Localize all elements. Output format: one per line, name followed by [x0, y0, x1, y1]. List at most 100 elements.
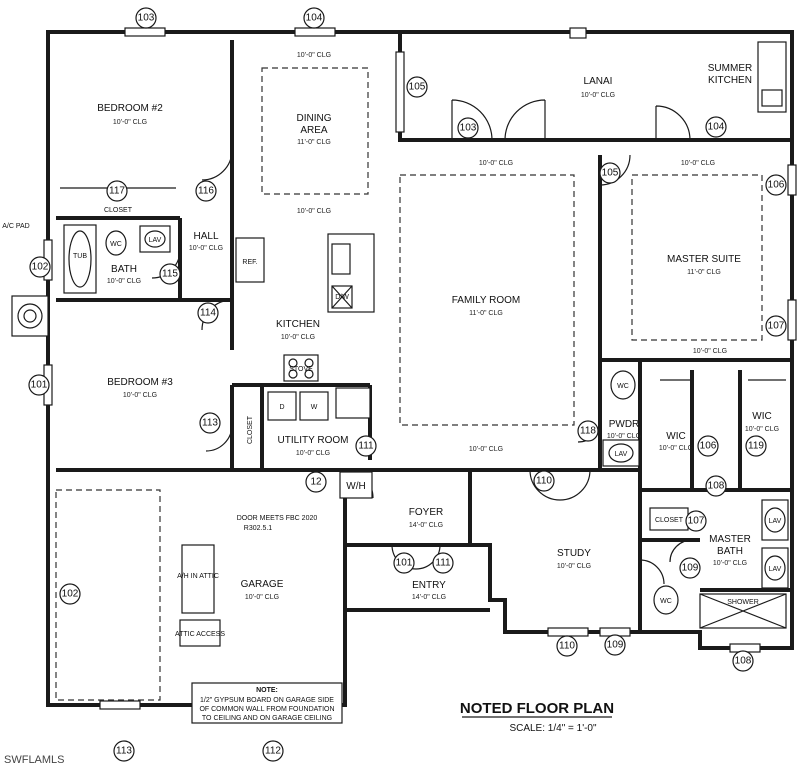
clg-note-5: 10'-0" CLG	[693, 348, 727, 355]
ceiling-outlines	[55, 67, 763, 701]
room-bath-clg: 10'-0" CLG	[107, 278, 141, 285]
tag: 104	[306, 13, 323, 24]
dryer	[267, 391, 297, 421]
tag: 102	[62, 589, 79, 600]
room-bedroom2-clg: 10'-0" CLG	[113, 119, 147, 126]
room-dining-name: DINING	[297, 113, 332, 124]
room-summer-kitchen-name2: KITCHEN	[708, 75, 752, 86]
door-note-line2: R302.5.1	[244, 525, 273, 532]
tag: 111	[435, 558, 451, 569]
room-lanai-clg: 10'-0" CLG	[581, 92, 615, 99]
room-foyer-clg: 14'-0" CLG	[409, 522, 443, 529]
room-foyer-name: FOYER	[409, 507, 443, 518]
tag: 119	[748, 441, 764, 452]
room-bedroom3-clg: 10'-0" CLG	[123, 392, 157, 399]
notes: DOOR MEETS FBC 2020 R302.5.1 NOTE: 1/2" …	[199, 515, 334, 722]
clg-note-1: 10'-0" CLG	[297, 52, 331, 59]
exterior-walls	[46, 30, 794, 707]
tag: 101	[31, 380, 48, 391]
wc-label-master: WC	[660, 598, 672, 605]
room-dining-clg: 11'-0" CLG	[297, 139, 331, 146]
tag: 109	[607, 640, 624, 651]
garage-note-line2: OF COMMON WALL FROM FOUNDATION	[199, 706, 334, 713]
room-pwdr-clg: 10'-0" CLG	[607, 433, 641, 440]
lav-label-pwdr: LAV	[615, 451, 628, 458]
air-handler	[181, 544, 215, 614]
clg-note-3: 10'-0" CLG	[479, 160, 513, 167]
lav-label-master-1: LAV	[769, 518, 782, 525]
water-heater	[339, 471, 373, 499]
room-pwdr-name: PWDR	[609, 419, 640, 430]
room-wic1-clg: 10'-0" CLG	[659, 445, 693, 452]
room-master-suite-clg: 11'-0" CLG	[687, 269, 721, 276]
room-bedroom2-name: BEDROOM #2	[97, 103, 163, 114]
tag: 113	[116, 746, 132, 757]
room-study-name: STUDY	[557, 548, 591, 559]
clg-note-4: 10'-0" CLG	[681, 160, 715, 167]
ah-label: A/H IN ATTIC	[177, 573, 219, 580]
room-wic2-clg: 10'-0" CLG	[745, 426, 779, 433]
tags: 103 104 105 103 104 105 106 117 116 102 …	[28, 7, 787, 762]
fixtures	[11, 41, 789, 724]
tag: 110	[536, 476, 552, 487]
stove-label: STOVE	[289, 366, 313, 373]
tag: 107	[768, 321, 785, 332]
tag: 106	[700, 441, 717, 452]
dryer-label: D	[279, 404, 284, 411]
washer	[299, 391, 329, 421]
wc-label-bath: WC	[110, 241, 122, 248]
room-entry-clg: 14'-0" CLG	[412, 594, 446, 601]
clg-note-6: 10'-0" CLG	[469, 446, 503, 453]
garage-note-heading: NOTE:	[256, 687, 278, 694]
room-bedroom3-name: BEDROOM #3	[107, 377, 173, 388]
tag: 108	[708, 481, 725, 492]
tag: 105	[602, 168, 619, 179]
shower-label: SHOWER	[727, 599, 759, 606]
tag: 113	[202, 418, 218, 429]
tag: 115	[162, 269, 178, 280]
room-bath-name: BATH	[111, 264, 137, 275]
room-family-name: FAMILY ROOM	[452, 295, 521, 306]
garage-note-line3: TO CEILING AND ON GARAGE CEILING	[202, 715, 332, 722]
closet-label-master: CLOSET	[655, 517, 684, 524]
tag: 116	[198, 186, 214, 197]
tub-label: TUB	[73, 253, 87, 260]
wh-label: W/H	[346, 481, 365, 492]
room-utility-name: UTILITY ROOM	[278, 435, 349, 446]
tag: 117	[109, 186, 125, 197]
room-dining-name2: AREA	[300, 125, 328, 136]
closet-label-bed2: CLOSET	[104, 207, 133, 214]
closet-label-bed3: CLOSET	[247, 415, 254, 444]
tag: 114	[200, 308, 216, 319]
tag: 111	[358, 441, 374, 452]
ac-pad-label: A/C PAD	[2, 223, 30, 230]
tag: 104	[708, 122, 725, 133]
room-master-bath-name: MASTER	[709, 534, 751, 545]
tag: 101	[396, 558, 413, 569]
room-entry-name: ENTRY	[412, 580, 446, 591]
clg-note-2: 10'-0" CLG	[297, 208, 331, 215]
room-wic1-name: WIC	[666, 431, 685, 442]
dw-label: D/W	[335, 294, 349, 301]
room-kitchen-clg: 10'-0" CLG	[281, 334, 315, 341]
room-garage-name: GARAGE	[241, 579, 284, 590]
plan-title: NOTED FLOOR PLAN	[460, 700, 614, 717]
lav-label-bath: LAV	[149, 237, 162, 244]
tag: 105	[409, 82, 426, 93]
room-family-clg: 11'-0" CLG	[469, 310, 503, 317]
doors-windows	[43, 27, 797, 710]
tag: 108	[735, 656, 752, 667]
attic-access-label: ATTIC ACCESS	[175, 631, 225, 638]
toilet	[105, 230, 127, 256]
room-garage-clg: 10'-0" CLG	[245, 594, 279, 601]
tag: 107	[688, 516, 705, 527]
pwdr-toilet	[610, 370, 636, 400]
wc-label-pwdr: WC	[617, 383, 629, 390]
room-summer-kitchen-name: SUMMER	[708, 63, 752, 74]
master-toilet	[653, 585, 679, 615]
room-hall-clg: 10'-0" CLG	[189, 245, 223, 252]
tag: 118	[580, 426, 596, 437]
ref-label: REF.	[242, 259, 257, 266]
room-labels: BEDROOM #2 10'-0" CLG DINING AREA 11'-0"…	[97, 63, 779, 601]
